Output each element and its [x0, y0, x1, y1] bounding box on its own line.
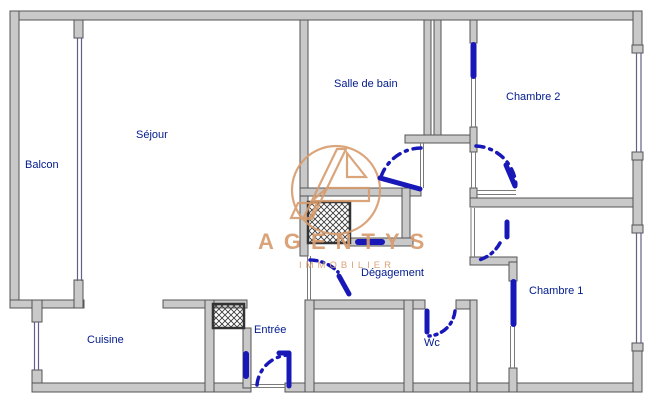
room-label-sejour: Séjour: [136, 129, 168, 141]
thresholds-layer: [251, 78, 516, 388]
room-label-chambre1: Chambre 1: [529, 285, 584, 297]
room-label-balcon: Balcon: [25, 159, 59, 171]
hatched-duct-box-entree: [211, 302, 246, 330]
doors-layer: [243, 42, 518, 389]
door-wc: [424, 308, 457, 338]
door-chambre2: [474, 144, 518, 189]
room-label-entree: Entrée: [254, 324, 287, 336]
watermark-tagline: IMMOBILIER: [299, 260, 395, 271]
room-label-degagement: Dégagement: [361, 267, 424, 279]
watermark-brand: AGENTYS: [258, 229, 435, 254]
door-entrance: [255, 350, 292, 389]
windows-layer: [33, 38, 642, 370]
agentys-logo-icon: [289, 144, 382, 236]
door-sejour-degagement: [308, 258, 352, 297]
room-label-chambre2: Chambre 2: [506, 91, 561, 103]
room-label-wc: Wc: [424, 337, 440, 349]
door-nook: [477, 219, 510, 262]
room-label-salle-de-bain: Salle de bain: [334, 78, 398, 90]
door-salle-de-bain: [377, 146, 423, 192]
room-label-cuisine: Cuisine: [87, 334, 124, 346]
walls-layer: [9, 10, 644, 393]
